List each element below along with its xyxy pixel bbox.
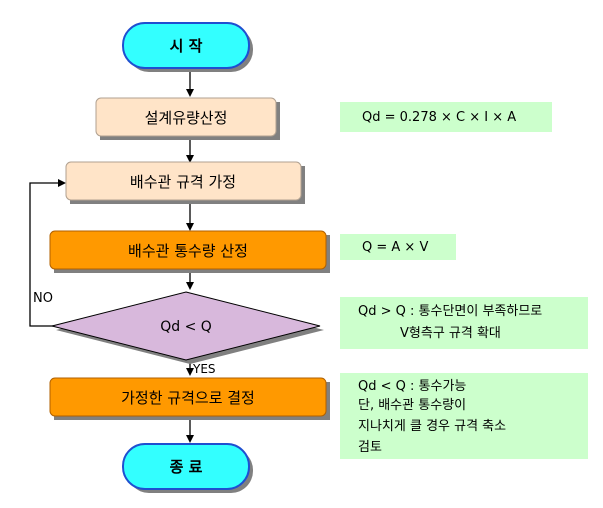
note-case-under-line1: Qd < Q : 통수가능 xyxy=(358,379,467,394)
end-terminal: 종 료 xyxy=(122,443,253,493)
decision-node: Qd < Q xyxy=(51,291,324,364)
note-design-formula: Qd = 0.278 × C × I × A xyxy=(340,102,552,132)
note-case-under-line4: 검토 xyxy=(358,440,382,455)
note-case-under: Qd < Q : 통수가능 단, 배수관 통수량이 지나치게 클 경우 규격 축… xyxy=(340,373,588,459)
decision-label: Qd < Q xyxy=(160,319,212,335)
step-final-size-label: 가정한 규격으로 결정 xyxy=(121,389,255,407)
note-case-over-line1: Qd > Q : 통수단면이 부족하므로 xyxy=(358,304,543,319)
note-case-under-line3: 지나치게 클 경우 규격 축소 xyxy=(358,419,507,434)
step-final-size: 가정한 규격으로 결정 xyxy=(49,377,330,420)
step-design-flow-label: 설계유량산정 xyxy=(145,109,228,127)
step-flow-capacity: 배수관 통수량 산정 xyxy=(49,230,330,273)
connector-no-loop xyxy=(29,179,66,327)
step-assume-size-label: 배수관 규격 가정 xyxy=(130,173,236,191)
decision-diamond xyxy=(51,291,321,361)
start-terminal-shape xyxy=(122,22,250,69)
step-design-flow: 설계유량산정 xyxy=(95,97,280,140)
end-label: 종 료 xyxy=(170,458,203,476)
step-final-size-box xyxy=(49,377,327,417)
step-assume-size-box xyxy=(65,161,302,201)
end-terminal-shape xyxy=(122,443,250,490)
yes-label: YES xyxy=(192,362,216,376)
note-case-under-line2: 단, 배수관 통수량이 xyxy=(358,398,467,413)
note-design-formula-text: Qd = 0.278 × C × I × A xyxy=(362,110,517,125)
step-flow-capacity-box xyxy=(49,230,327,270)
start-terminal: 시 작 xyxy=(122,22,253,72)
step-assume-size: 배수관 규격 가정 xyxy=(65,161,305,204)
step-design-flow-box xyxy=(95,97,277,137)
note-case-over: Qd > Q : 통수단면이 부족하므로 V형측구 규격 확대 xyxy=(340,297,588,349)
start-label: 시 작 xyxy=(170,37,203,55)
no-label: NO xyxy=(33,291,53,306)
step-flow-capacity-label: 배수관 통수량 산정 xyxy=(128,242,248,260)
note-case-over-line2: V형측구 규격 확대 xyxy=(400,326,501,341)
note-flow-formula-text: Q = A × V xyxy=(362,240,429,255)
note-flow-formula: Q = A × V xyxy=(340,234,456,260)
